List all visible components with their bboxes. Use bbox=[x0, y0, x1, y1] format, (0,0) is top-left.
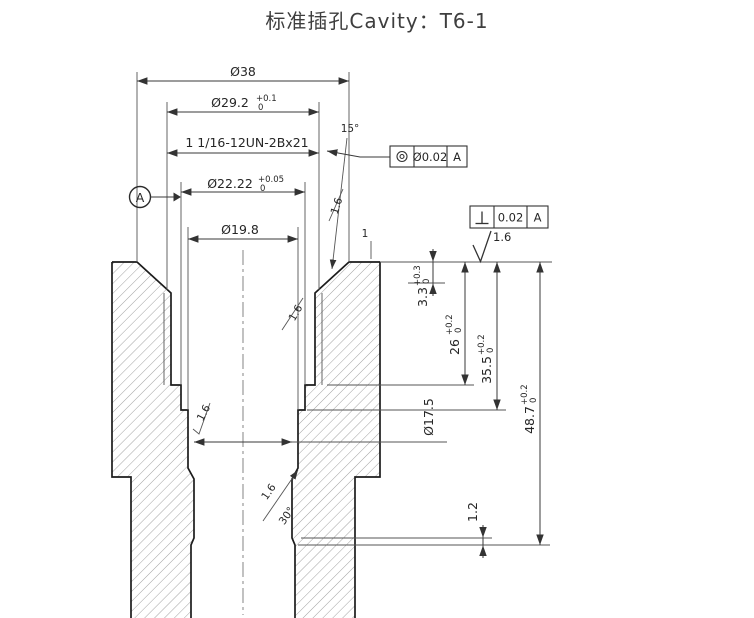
tolerance-upper: +0.3 bbox=[413, 265, 423, 286]
fcf-perpendicularity: 0.02 A bbox=[469, 205, 549, 229]
extension-lines-right bbox=[292, 282, 550, 546]
fcf-frame bbox=[469, 205, 549, 229]
dimension-small-land: 1 bbox=[362, 228, 372, 259]
leader-line bbox=[262, 469, 299, 522]
thread-callout-text: 1 1/16-12UN-2Bx21 bbox=[185, 135, 308, 150]
fcf-concentricity: Ø0.02 A bbox=[326, 145, 468, 168]
dimension-total-depth: 48.7 +0.2 0 bbox=[520, 262, 544, 545]
tolerance-upper: +0.1 bbox=[256, 94, 277, 104]
dim-d198-text: Ø19.8 bbox=[221, 222, 259, 237]
tolerance-upper: +0.2 bbox=[477, 334, 487, 355]
extension-lines-top bbox=[136, 72, 350, 410]
tolerance-lower: 0 bbox=[258, 103, 263, 113]
fcf-datum: A bbox=[534, 211, 542, 225]
dimension-counterbore-depth: 3.3 +0.3 0 bbox=[413, 249, 437, 307]
surface-roughness-face: 1.6 bbox=[472, 230, 511, 264]
dim-d355-text: 35.5 bbox=[479, 356, 494, 384]
tolerance-lower: 0 bbox=[529, 398, 539, 403]
tolerance-lower: 0 bbox=[486, 348, 496, 353]
datum-triangle-icon bbox=[173, 192, 181, 202]
hatch-left bbox=[112, 262, 194, 618]
fcf-tolerance: Ø0.02 bbox=[413, 150, 448, 164]
roughness-leg bbox=[281, 297, 304, 331]
dim-d12-text: 1.2 bbox=[465, 502, 480, 522]
hatch-right bbox=[292, 262, 380, 618]
dimension-outer-diameter: Ø38 bbox=[137, 64, 349, 85]
roughness-value: 1.6 bbox=[329, 196, 346, 216]
roughness-icon bbox=[472, 230, 492, 264]
dim-d26-text: 26 bbox=[447, 339, 462, 355]
roughness-leg bbox=[328, 188, 344, 222]
roughness-icon bbox=[192, 402, 211, 435]
cavity-profile-right bbox=[291, 261, 380, 618]
dimension-through-hole-diameter: Ø17.5 bbox=[194, 398, 436, 446]
angle-15-callout: 15° bbox=[329, 123, 360, 270]
dim-d292-text: Ø29.2 bbox=[211, 95, 249, 110]
outer-edge-left bbox=[111, 262, 132, 618]
fcf-datum: A bbox=[453, 150, 461, 164]
dimension-seal-bore-depth: 35.5 +0.2 0 bbox=[477, 262, 501, 410]
part-section-outline bbox=[111, 261, 381, 618]
dimension-bore-diameter: Ø19.8 bbox=[188, 222, 298, 243]
tolerance-upper: +0.2 bbox=[445, 314, 455, 335]
datum-a-symbol: A bbox=[128, 185, 181, 209]
leader-line bbox=[326, 149, 390, 158]
tolerance-lower: 0 bbox=[422, 279, 432, 284]
page-title: 标准插孔Cavity：T6-1 bbox=[265, 9, 488, 33]
dim-d33-text: 3.3 bbox=[415, 287, 430, 307]
dim-d2222-text: Ø22.22 bbox=[207, 176, 253, 191]
dimension-thread-depth: 26 +0.2 0 bbox=[445, 262, 469, 385]
dim-small1-text: 1 bbox=[362, 228, 369, 240]
tolerance-upper: +0.2 bbox=[520, 384, 530, 405]
concentricity-icon bbox=[396, 150, 408, 163]
dim-d175-text: Ø17.5 bbox=[421, 398, 436, 436]
dimension-thread-callout: 1 1/16-12UN-2Bx21 bbox=[167, 135, 319, 157]
fcf-frame bbox=[389, 145, 468, 168]
fcf-tolerance: 0.02 bbox=[498, 211, 524, 225]
leader-line bbox=[329, 137, 348, 270]
dim-d38-text: Ø38 bbox=[230, 64, 256, 79]
outer-edge-right bbox=[354, 262, 381, 618]
dimension-seal-bore-diameter: Ø22.22 +0.05 0 bbox=[181, 175, 305, 196]
roughness-value: 1.6 bbox=[493, 230, 511, 244]
datum-label: A bbox=[136, 190, 145, 205]
dimension-counterbore-diameter: Ø29.2 +0.1 0 bbox=[167, 94, 319, 116]
angle-15-label: 15° bbox=[341, 123, 360, 135]
tolerance-upper: +0.05 bbox=[258, 175, 284, 185]
dim-d487-text: 48.7 bbox=[522, 406, 537, 434]
tolerance-lower: 0 bbox=[454, 328, 464, 333]
surface-roughness-taper: 1.6 bbox=[328, 188, 346, 222]
cavity-profile-left bbox=[112, 261, 195, 618]
dimension-bottom-chamfer-depth: 1.2 bbox=[465, 502, 487, 558]
tolerance-lower: 0 bbox=[260, 184, 265, 194]
concentricity-icon-inner bbox=[399, 153, 405, 160]
